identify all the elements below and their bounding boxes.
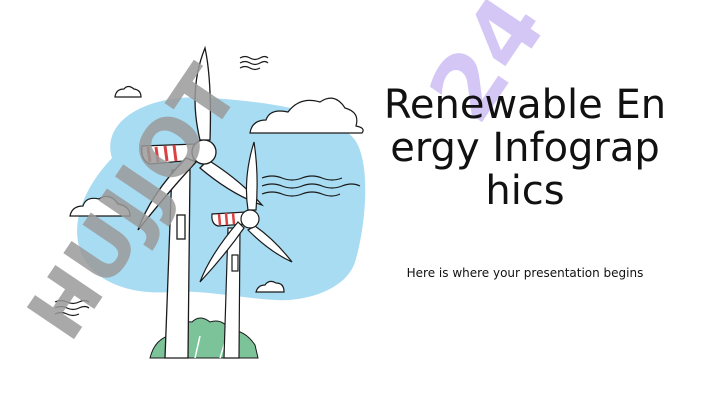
wind-gust-icon bbox=[54, 299, 90, 317]
cloud-icon bbox=[114, 85, 142, 98]
slide-title: Renewable Energy Infographics bbox=[383, 82, 667, 214]
slide-subtitle: Here is where your presentation begins bbox=[406, 266, 644, 280]
wind-gust-icon bbox=[239, 55, 269, 71]
cloud-icon bbox=[255, 280, 285, 293]
cloud-icon bbox=[69, 195, 131, 217]
cloud-icon bbox=[249, 97, 364, 134]
wind-turbine-icon bbox=[199, 141, 293, 359]
wind-gust-icon bbox=[261, 175, 361, 197]
wind-turbine-icon bbox=[137, 45, 265, 359]
